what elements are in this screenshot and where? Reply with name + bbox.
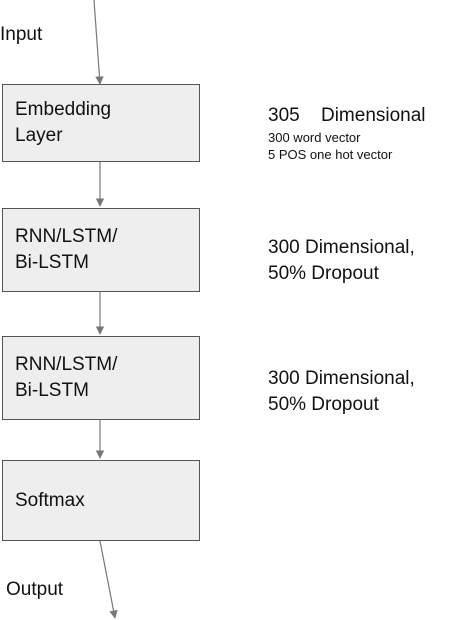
embedding-layer-line-1: Embedding — [15, 99, 112, 120]
input-arrow — [93, 0, 104, 85]
rnn-layer-1-line-2: Bi-LSTM — [15, 252, 89, 273]
rnn-layer-2-line-2: Bi-LSTM — [15, 380, 89, 401]
input-label: Input — [0, 24, 43, 45]
rnn-layer-2-box: RNN/LSTM/ Bi-LSTM — [2, 336, 200, 420]
rnn-layer-1-box: RNN/LSTM/ Bi-LSTM — [2, 208, 200, 292]
rnn-layer-1-note-line-1: 300 Dimensional, — [268, 237, 415, 258]
embedding-layer-box: Embedding Layer — [2, 84, 200, 162]
embedding-note-title: 305 Dimensional — [268, 105, 426, 126]
softmax-layer-line-1: Softmax — [15, 489, 85, 511]
softmax-layer-box: Softmax — [2, 460, 200, 541]
rnn-layer-1-note-line-2: 50% Dropout — [268, 263, 379, 284]
rnn-layer-1-note: 300 Dimensional, 50% Dropout — [268, 235, 415, 287]
output-label: Output — [6, 579, 64, 600]
rnn-layer-2-line-1: RNN/LSTM/ — [15, 354, 118, 375]
rnn-layer-2-note: 300 Dimensional, 50% Dropout — [268, 366, 415, 418]
rnn-layer-1-line-1: RNN/LSTM/ — [15, 226, 118, 247]
rnn-layer-2-note-line-2: 50% Dropout — [268, 394, 379, 415]
rnn-layer-2-note-line-1: 300 Dimensional, — [268, 368, 415, 389]
embedding-note: 305 Dimensional 300 word vector 5 POS on… — [268, 103, 426, 163]
embedding-note-detail-1: 300 word vector — [268, 130, 361, 145]
output-arrow — [99, 540, 118, 619]
embedding-layer-line-2: Layer — [15, 125, 63, 146]
embedding-note-detail-2: 5 POS one hot vector — [268, 147, 393, 162]
